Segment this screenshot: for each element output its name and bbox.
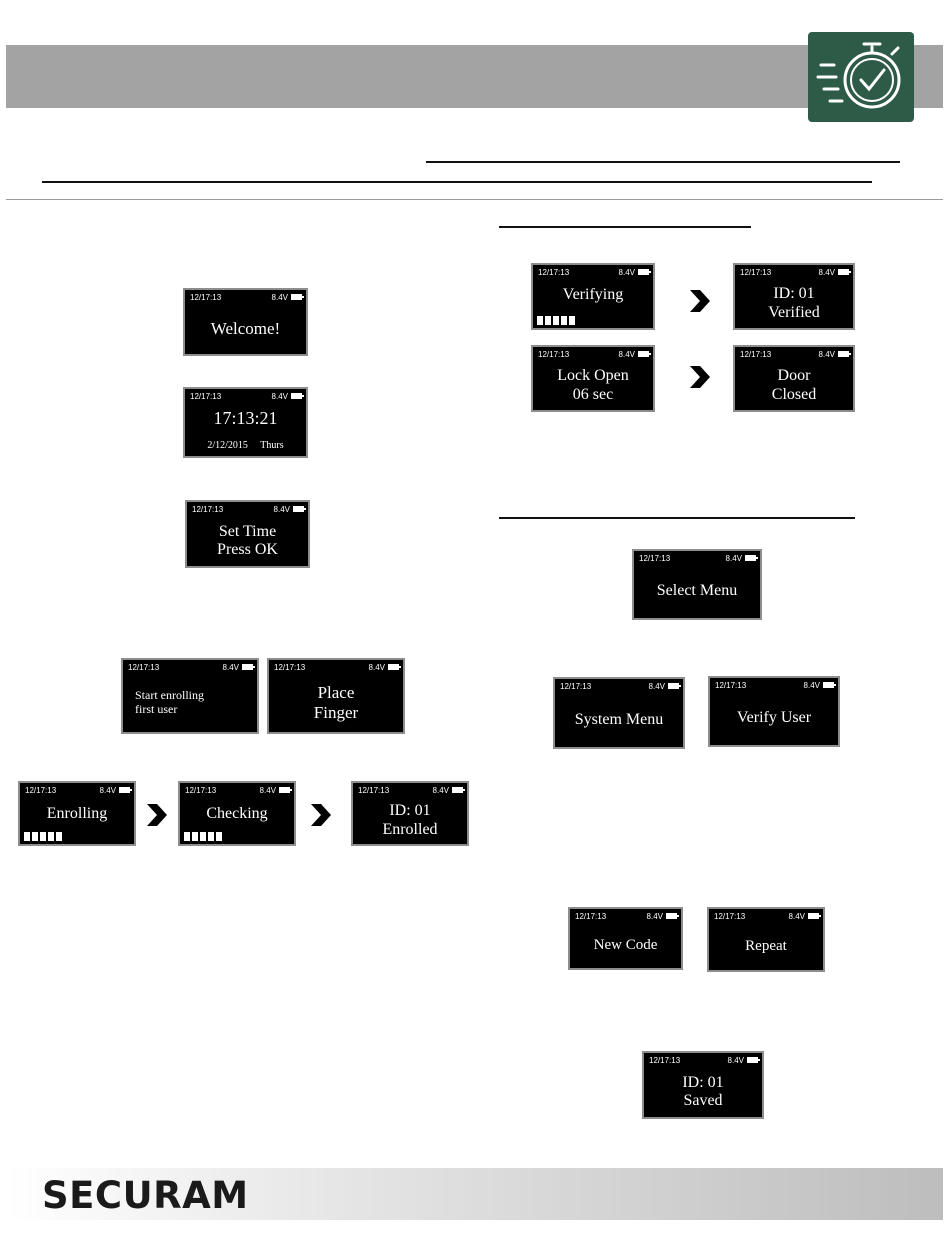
battery-icon [668, 683, 681, 689]
chevron-right-icon [147, 804, 167, 826]
lcd-text: Repeat [745, 937, 787, 954]
battery-icon [279, 787, 292, 793]
lcd-text: Start enrolling [135, 688, 204, 703]
lcd-text: Verify User [736, 709, 812, 727]
lcd-text: 17:13:21 [213, 408, 278, 429]
battery-icon [808, 913, 821, 919]
chevron-right-icon [690, 290, 710, 312]
header-bar [6, 45, 943, 108]
lcd-text: Saved [683, 1092, 723, 1109]
lcd-date: 2/12/2015 [207, 440, 248, 451]
lcd-text: Finger [313, 703, 359, 722]
section-underline [499, 226, 751, 228]
brand-logo: SECURAM [42, 1174, 249, 1217]
battery-icon [823, 682, 836, 688]
divider [6, 199, 943, 200]
lcd-text: Set Time [218, 522, 277, 540]
battery-icon [745, 555, 758, 561]
battery-icon [638, 269, 651, 275]
progress-blocks [184, 832, 222, 841]
lcd-text: System Menu [574, 710, 664, 728]
progress-blocks [537, 316, 575, 325]
lcd-text: Closed [771, 385, 817, 403]
lcd-text: Place [317, 683, 355, 703]
battery-icon [638, 351, 651, 357]
lcd-text: first user [135, 702, 178, 716]
battery-icon [666, 913, 679, 919]
battery-icon [291, 294, 304, 300]
lcd-text: Verifying [562, 286, 624, 304]
lcd-text: Door [777, 367, 811, 385]
battery-icon [838, 269, 851, 275]
lcd-text: ID: 01 [389, 802, 431, 820]
lcd-text: Press OK [217, 541, 278, 558]
footer-bar [6, 1168, 943, 1220]
lcd-text: 06 sec [572, 385, 614, 403]
lcd-text: ID: 01 [773, 285, 815, 303]
section-underline [499, 517, 855, 519]
battery-icon [119, 787, 132, 793]
lcd-day: Thurs [260, 440, 284, 451]
lcd-text: Lock Open [557, 367, 629, 385]
battery-icon [838, 351, 851, 357]
battery-icon [452, 787, 465, 793]
lcd-text: ID: 01 [682, 1073, 724, 1091]
lcd-text: New Code [593, 936, 658, 953]
battery-icon [242, 664, 255, 670]
chevron-right-icon [311, 804, 331, 826]
battery-icon [291, 393, 304, 399]
battery-icon [747, 1057, 760, 1063]
rule-line [42, 181, 872, 183]
lcd-text: Select Menu [656, 582, 738, 600]
stopwatch-badge [808, 32, 914, 122]
battery-icon [293, 506, 306, 512]
lcd-text: Verified [768, 303, 820, 321]
battery-icon [388, 664, 401, 670]
lcd-text: Welcome! [210, 319, 281, 339]
lcd-text: Enrolled [382, 820, 438, 838]
chevron-right-icon [690, 366, 710, 388]
progress-blocks [24, 832, 62, 841]
stopwatch-icon [816, 42, 901, 109]
lcd-text: Enrolling [46, 805, 108, 823]
rule-line [426, 161, 900, 163]
lcd-text: Checking [206, 805, 268, 823]
